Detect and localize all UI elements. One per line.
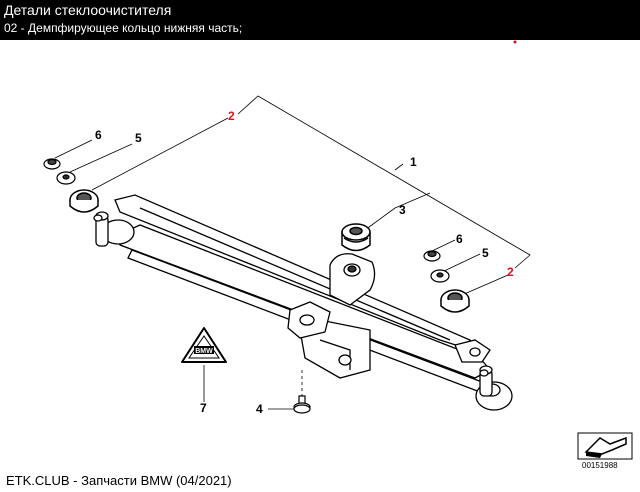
page-title: Детали стеклоочистителя bbox=[4, 2, 172, 18]
part-washer-left bbox=[56, 171, 76, 185]
callout-5-right[interactable]: 5 bbox=[482, 246, 489, 260]
callout-1[interactable]: 1 bbox=[410, 155, 417, 169]
callout-4[interactable]: 4 bbox=[256, 402, 263, 416]
callout-6-left[interactable]: 6 bbox=[95, 128, 102, 142]
callout-7[interactable]: 7 bbox=[200, 401, 207, 415]
parts-diagram: BMW 1 2 2 3 4 5 5 6 6 7 00151988 bbox=[43, 40, 633, 470]
part-nut-left bbox=[43, 158, 61, 170]
page-subtitle: 02 - Демпфирующее кольцо нижняя часть; bbox=[4, 21, 243, 35]
part-damping-ring-left bbox=[69, 189, 99, 213]
highlight-marker bbox=[513, 40, 517, 44]
part-damping-ring-upper bbox=[341, 223, 371, 252]
image-number: 00151988 bbox=[582, 461, 618, 470]
part-nut-right bbox=[423, 250, 441, 262]
callout-5-left[interactable]: 5 bbox=[135, 131, 142, 145]
leader-lines bbox=[54, 95, 531, 410]
arrow-logo-icon bbox=[584, 436, 627, 455]
part-damping-ring-right bbox=[440, 289, 470, 313]
callout-6-right[interactable]: 6 bbox=[456, 232, 463, 246]
callout-2-right[interactable]: 2 bbox=[507, 265, 514, 279]
footer-text: ETK.CLUB - Запчасти BMW (04/2021) bbox=[6, 473, 232, 488]
callout-2-left[interactable]: 2 bbox=[228, 109, 235, 123]
wiper-linkage bbox=[93, 194, 513, 411]
warning-sign-label: BMW bbox=[195, 348, 213, 355]
callouts: 1 2 2 3 4 5 5 6 6 7 bbox=[95, 109, 514, 416]
part-washer-right bbox=[430, 269, 450, 283]
header-bar: Детали стеклоочистителя 02 - Демпфирующе… bbox=[0, 0, 640, 40]
part-bolt bbox=[293, 395, 311, 414]
warning-sign-icon: BMW bbox=[181, 327, 227, 363]
callout-3[interactable]: 3 bbox=[399, 203, 406, 217]
image-id-box bbox=[577, 432, 633, 460]
